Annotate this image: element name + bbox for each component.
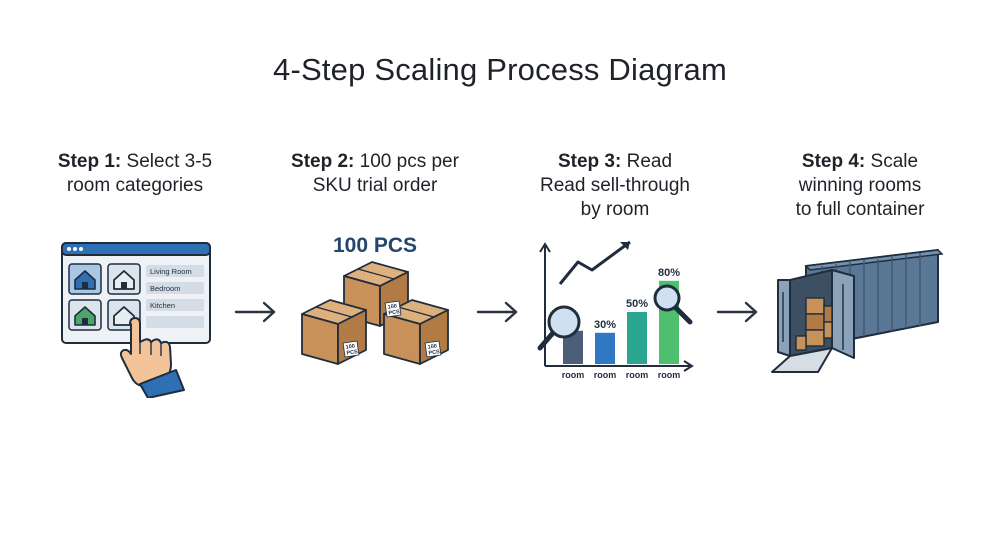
menu-item-bedroom[interactable] [146,282,204,294]
arrow-right-icon [716,301,758,323]
step-2-line1: 100 pcs per [354,151,459,172]
diagram-title: 4-Step Scaling Process Diagram [273,52,727,87]
magnifier-icon [537,305,581,351]
step-4-line3: to full container [795,199,925,220]
pointing-hand-icon [119,317,185,398]
step-1-illustration: Living Room Bedroom Kitchen [61,242,211,398]
chart-category-label: room [658,370,681,380]
step-2-line2: SKU trial order [312,175,438,196]
menu-item-living-room-label: Living Room [150,267,192,276]
chart-bar [627,312,647,364]
step-3-label: Step 3: Read Read sell-through by room [510,150,720,222]
boxes-heading: 100 PCS [332,234,418,257]
shipping-container-icon [771,249,944,373]
step-3-prefix: Step 3: [557,151,622,172]
step-4-label: Step 4: Scale winning rooms to full cont… [755,150,965,222]
box-label-left-1: 100 [345,343,355,350]
step-4-prefix: Step 4: [801,151,866,172]
arrow-right-icon [476,301,518,323]
step-1-prefix: Step 1: [57,151,122,172]
chart-data-label: 50% [626,298,648,310]
chart-category-label: room [562,370,585,380]
house-icon [107,263,141,295]
chart-bar [595,332,615,364]
sell-through-chart: room 30% room 50% room 80% room [537,240,694,380]
step-4-line1: Scale [865,151,919,172]
arrow-right-icon [234,301,276,323]
step-1-line1: Select 3-5 [121,151,213,172]
house-icon [68,263,102,295]
chart-bar [563,330,583,364]
step-1-label: Step 1: Select 3-5 room categories [30,150,240,198]
chart-category-label: room [626,370,649,380]
magnifier-icon [653,284,693,325]
step-4-illustration [771,249,944,373]
menu-item-living-room[interactable] [146,265,204,277]
step-2-label: Step 2: 100 pcs per SKU trial order [270,150,480,198]
step-1-line2: room categories [66,175,204,196]
box-label-top-1: 100 [387,303,397,310]
box-label-left-2: PCS [346,349,358,357]
chart-data-label: 80% [658,267,680,279]
house-icon [68,299,102,331]
step-3-line2: Read sell-through [540,175,690,196]
chart-category-label: room [594,370,617,380]
trend-arrow-icon [558,240,631,285]
menu-item-bedroom-label: Bedroom [150,284,180,293]
step-2-illustration: 100 PCS 100 PCS 100 PCS [301,261,449,365]
chart-data-label: 30% [594,319,616,331]
menu-item-kitchen-label: Kitchen [150,301,175,310]
box-label-top-2: PCS [388,309,400,317]
menu-item-kitchen[interactable] [146,299,204,311]
box-label-right-1: 100 [427,343,437,350]
step-4-line2: winning rooms [798,175,922,196]
menu-item-blank[interactable] [146,316,204,328]
step-3-line3: by room [580,199,650,220]
box-label-right-2: PCS [428,349,440,357]
step-2-prefix: Step 2: [291,151,355,172]
step-3-line1: Read [621,151,673,172]
